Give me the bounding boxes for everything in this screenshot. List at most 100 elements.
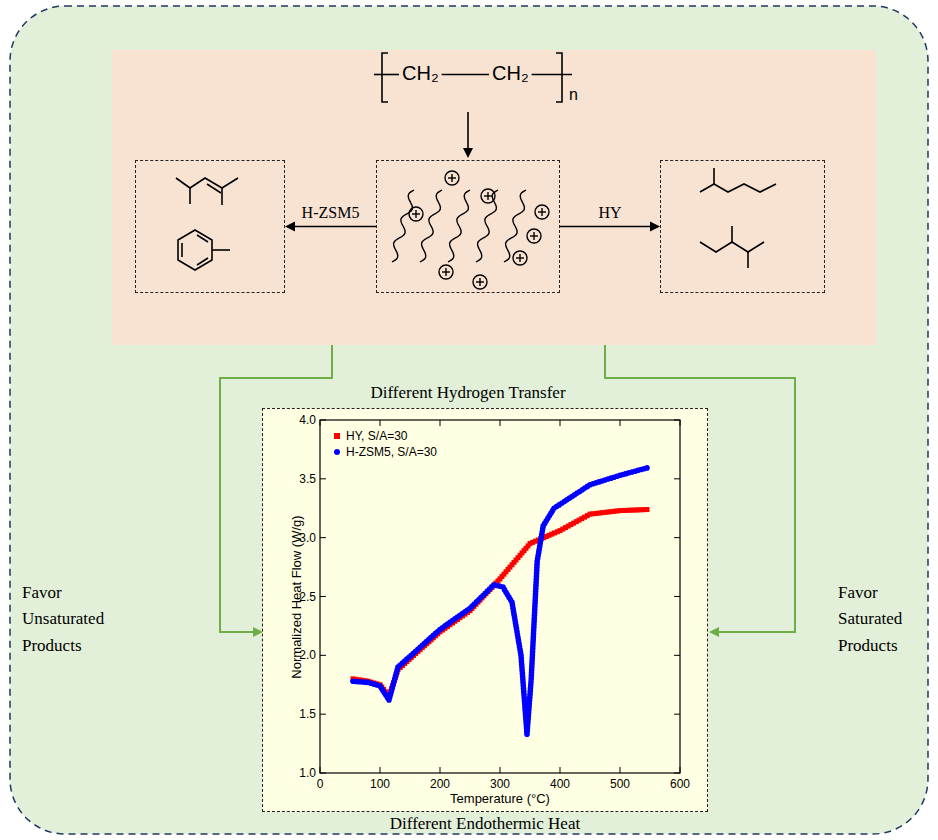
chart-box: Different Endothermic Heat <box>262 408 708 812</box>
x-tick <box>620 420 621 426</box>
carbocation-box <box>376 160 560 293</box>
tick-label: 2.5 <box>299 590 316 604</box>
charge-plus <box>487 192 488 200</box>
legend-swatch <box>334 433 340 439</box>
carbocation-chains <box>392 171 549 289</box>
data-marker <box>645 507 650 512</box>
tick-label: 1.0 <box>299 766 316 780</box>
x-tick <box>500 420 501 426</box>
chain-squiggle <box>476 190 498 262</box>
charge-circle <box>481 189 495 203</box>
bond-line <box>374 74 399 76</box>
polymer-formula: CH₂ CH₂ n <box>372 50 582 110</box>
tick-label: 400 <box>550 777 570 791</box>
bond-group <box>374 53 572 102</box>
chain-squiggle <box>420 190 442 262</box>
tick-label: 1.5 <box>299 707 316 721</box>
tick-label: 0 <box>317 777 324 791</box>
node-heading: Different Endothermic Heat <box>263 814 707 834</box>
charge-circle <box>439 265 453 279</box>
x-tick <box>680 767 681 773</box>
connector-line <box>467 112 469 150</box>
tick-label: 3.0 <box>299 531 316 545</box>
data-marker <box>644 465 650 471</box>
alkane-molecules <box>700 168 776 268</box>
arrowhead <box>650 222 660 232</box>
y-tick <box>674 773 680 774</box>
annotation-text: Favor Unsaturated Products <box>22 580 130 659</box>
tick-label: 600 <box>670 777 690 791</box>
reaction-panel <box>112 50 876 345</box>
x-tick <box>620 767 621 773</box>
toluene-molecule <box>178 230 230 270</box>
charge-circle <box>527 229 541 243</box>
arrowhead <box>463 148 473 158</box>
annotation-text: Favor Saturated Products <box>838 580 926 659</box>
bond-line <box>532 74 572 76</box>
legend-text: H-ZSM5, S/A=30 <box>346 445 437 459</box>
connector-line <box>293 226 376 228</box>
tick-label: 2.0 <box>299 648 316 662</box>
bracket <box>382 53 388 102</box>
green-arrowhead <box>709 627 719 637</box>
outer-frame <box>10 6 928 834</box>
charge-plus <box>541 208 542 216</box>
bond-line <box>442 74 489 76</box>
charge-circle <box>445 171 459 185</box>
bracket <box>556 53 562 102</box>
formula-text: CH₂ <box>492 62 529 85</box>
connector-line <box>560 226 652 228</box>
chain-squiggle <box>448 190 470 262</box>
axis-title: Temperature (°C) <box>450 791 550 806</box>
y-tick <box>320 655 326 656</box>
tick-label: 300 <box>490 777 510 791</box>
x-tick <box>500 767 501 773</box>
data-curves <box>350 465 650 737</box>
y-tick <box>674 596 680 597</box>
charge-plus <box>445 268 446 276</box>
product-box <box>660 160 825 293</box>
charge-plus <box>451 174 452 182</box>
chain-squiggle <box>392 190 414 262</box>
y-tick <box>674 478 680 479</box>
y-tick <box>674 537 680 538</box>
charge-plus <box>479 278 480 286</box>
y-tick <box>320 420 326 421</box>
y-tick <box>320 537 326 538</box>
tick-label: 200 <box>430 777 450 791</box>
y-tick <box>320 714 326 715</box>
x-tick <box>440 420 441 426</box>
y-tick <box>674 714 680 715</box>
x-tick <box>380 420 381 426</box>
y-tick <box>320 773 326 774</box>
edge-label: H-ZSM5 <box>300 204 362 222</box>
y-tick <box>674 655 680 656</box>
plot-frame <box>320 420 680 773</box>
chart-ground <box>262 408 708 812</box>
charge-plus <box>519 254 520 262</box>
charge-circle <box>409 207 423 221</box>
tick-label: 4.0 <box>299 413 316 427</box>
formula-text: CH₂ <box>402 62 439 85</box>
edge-label: HY <box>596 204 623 222</box>
annotation-text: Different Hydrogen Transfer <box>370 383 565 403</box>
x-tick <box>320 420 321 426</box>
arrowhead <box>285 222 295 232</box>
y-tick <box>674 420 680 421</box>
x-tick <box>680 420 681 426</box>
charge-plus <box>533 232 534 240</box>
y-tick <box>320 596 326 597</box>
connector <box>463 112 473 158</box>
charge-circle <box>535 205 549 219</box>
product-box <box>135 160 285 293</box>
axis-ticks <box>320 420 680 773</box>
charge-circle <box>513 251 527 265</box>
legend-swatch <box>334 449 340 455</box>
connector <box>285 222 376 232</box>
x-tick <box>560 767 561 773</box>
tick-label: 3.5 <box>299 472 316 486</box>
formula-text: n <box>569 86 578 104</box>
x-tick <box>560 420 561 426</box>
